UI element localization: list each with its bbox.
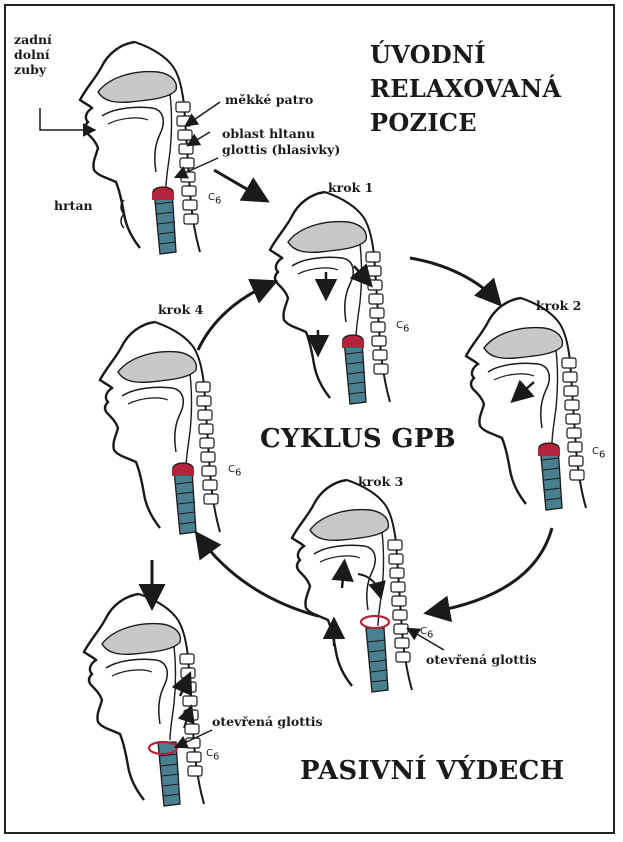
- c6-sub: 6: [235, 468, 241, 479]
- arrow-cavity-step2: [516, 382, 534, 398]
- head-step-4: [100, 322, 220, 534]
- c6-text: C: [396, 320, 403, 331]
- label-c6-exhale: C6: [206, 744, 219, 765]
- c6-text: C: [208, 192, 215, 203]
- label-c6-step2: C6: [592, 442, 605, 463]
- label-glottis: glottis (hlasivky): [222, 142, 340, 157]
- label-otevrena-glottis-step3: otevřená glottis: [426, 652, 537, 667]
- title-relaxovana: RELAXOVANÁ: [370, 72, 561, 106]
- c6-sub: 6: [427, 630, 433, 641]
- label-c6-step4: C6: [228, 460, 241, 481]
- arrow-cavity-step3-a: [342, 566, 344, 588]
- head-passive-exhale: [84, 594, 204, 806]
- label-krok-1: krok 1: [328, 180, 373, 195]
- title-uvodni-pozice: ÚVODNÍ RELAXOVANÁ POZICE: [370, 38, 561, 140]
- label-krok-2: krok 2: [536, 298, 581, 313]
- label-zadni-dolni-zuby: zadní dolní zuby: [14, 32, 52, 77]
- arrow-cavity-step3-c: [358, 574, 380, 594]
- title-pozice: POZICE: [370, 106, 561, 140]
- label-krok-4: krok 4: [158, 302, 203, 317]
- c6-text: C: [592, 446, 599, 457]
- head-initial: [80, 42, 200, 254]
- arrow-step2-to-step3: [432, 528, 552, 612]
- label-krok-3: krok 3: [358, 474, 403, 489]
- arrow-step1-to-step2: [410, 258, 496, 300]
- label-dolni: dolní: [14, 47, 52, 62]
- c6-sub: 6: [599, 450, 605, 461]
- arrow-step4-to-step1: [198, 284, 270, 350]
- title-uvodni: ÚVODNÍ: [370, 38, 561, 72]
- head-step-2: [466, 298, 586, 510]
- c6-sub: 6: [215, 196, 221, 207]
- title-pasivni-vydech: PASIVNÍ VÝDECH: [300, 756, 564, 786]
- c6-text: C: [206, 748, 213, 759]
- label-c6-step1: C6: [396, 316, 409, 337]
- c6-sub: 6: [213, 752, 219, 763]
- label-c6-initial: C6: [208, 188, 221, 209]
- c6-text: C: [420, 626, 427, 637]
- head-step-1: [270, 192, 390, 404]
- label-mekke-patro: měkké patro: [225, 92, 313, 107]
- title-cyklus-gpb: CYKLUS GPB: [260, 424, 456, 454]
- label-oblast-hltanu: oblast hltanu: [222, 126, 315, 141]
- label-zadni: zadní: [14, 32, 52, 47]
- head-step-3: [292, 480, 412, 692]
- c6-text: C: [228, 464, 235, 475]
- label-c6-step3: C6: [420, 622, 433, 643]
- label-zuby: zuby: [14, 62, 52, 77]
- c6-sub: 6: [403, 324, 409, 335]
- label-hrtan: hrtan: [54, 198, 93, 213]
- label-otevrena-glottis-exhale: otevřená glottis: [212, 714, 323, 729]
